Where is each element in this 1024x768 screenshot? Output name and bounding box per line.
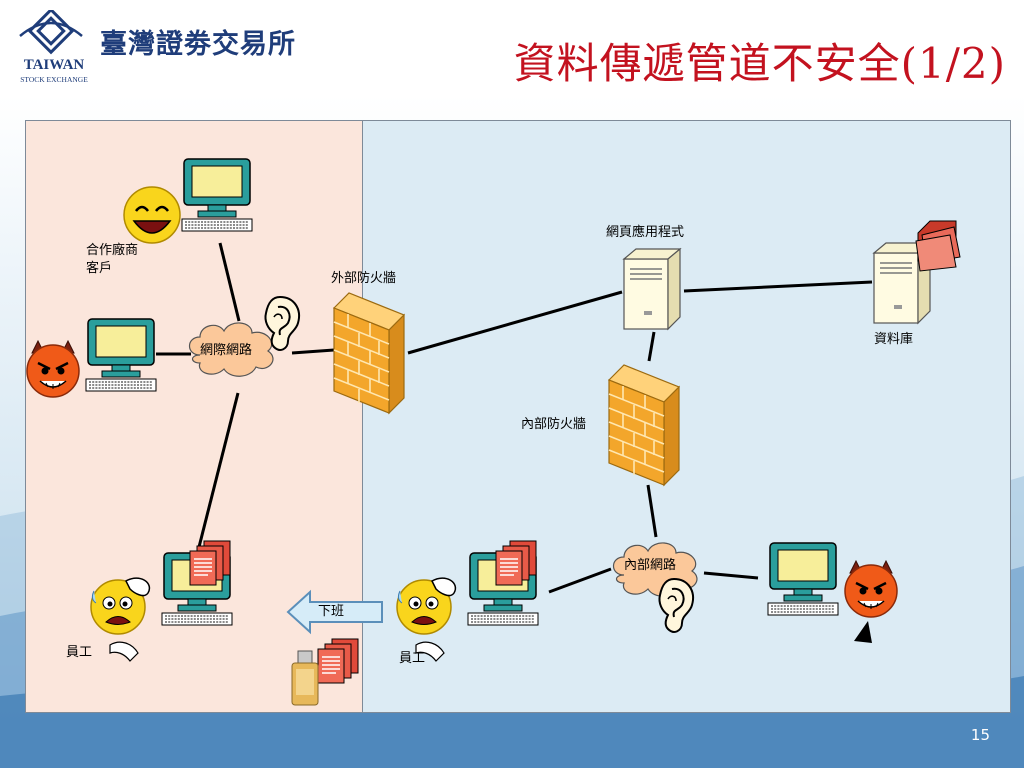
- devil-tail-icon: [854, 621, 872, 643]
- diagram-graphics: [26, 158, 961, 706]
- eavesdrop-ear-intranet-icon: [658, 578, 695, 633]
- usb-drive-icon: [291, 650, 319, 706]
- logo-subtitle: STOCK EXCHANGE: [20, 75, 88, 84]
- partner-client-label-line1: 合作廠商: [86, 243, 139, 258]
- slide-header: TAIWAN STOCK EXCHANGE 臺灣證劵交易所 資料傳遞管道不安全(…: [0, 0, 1024, 100]
- partner-computer-icon: [181, 158, 253, 232]
- page-number: 15: [970, 726, 990, 744]
- network-diagram: 合作廠商 客戶 網際網路 外部防火牆 網頁應用程式 資料庫 內部防火牆 內部網路…: [25, 120, 1011, 713]
- organization-name: 臺灣證劵交易所: [100, 29, 296, 60]
- slide-title: 資料傳遞管道不安全(1/2): [513, 39, 1006, 88]
- employee-left-label: 員工: [66, 645, 93, 660]
- external-firewall-icon: [333, 292, 405, 414]
- internet-label: 網際網路: [200, 343, 253, 358]
- exchange-logo-icon: [19, 10, 83, 55]
- happy-face-icon: [123, 186, 181, 244]
- external-firewall-label: 外部防火牆: [331, 271, 397, 286]
- documents-usb-icon: [317, 638, 359, 684]
- employee-right-label: 員工: [399, 651, 426, 666]
- intranet-label: 內部網路: [624, 558, 677, 573]
- worried-employee-left-icon: [90, 577, 151, 662]
- database-label: 資料庫: [874, 332, 914, 347]
- logo-wordmark: TAIWAN: [23, 57, 85, 73]
- attacker-computer-icon: [85, 318, 157, 392]
- web-server-icon: [623, 248, 681, 330]
- off-work-arrow-icon: [286, 589, 383, 635]
- attacker-devil-icon: [26, 339, 81, 399]
- connection-lines: [156, 242, 873, 594]
- off-work-label: 下班: [318, 604, 345, 619]
- insider-computer-icon: [767, 542, 839, 616]
- internal-firewall-icon: [608, 364, 680, 486]
- folder-icon: [915, 220, 961, 272]
- worried-employee-right-icon: [396, 577, 457, 662]
- web-app-label: 網頁應用程式: [606, 225, 685, 240]
- partner-client-label-line2: 客戶: [86, 261, 113, 276]
- insider-devil-icon: [843, 559, 899, 619]
- internal-firewall-label: 內部防火牆: [521, 417, 587, 432]
